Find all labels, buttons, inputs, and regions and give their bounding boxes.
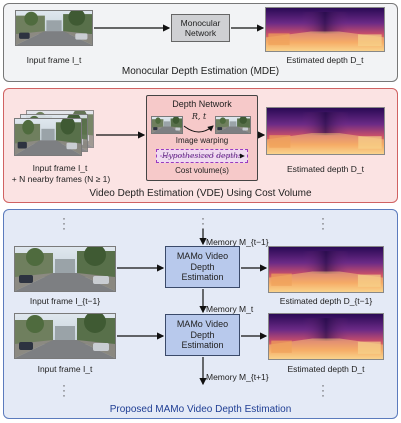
vde-input-label-1: Input frame I_t xyxy=(32,163,88,173)
mamo-dots-output-bottom: ··· xyxy=(321,378,325,402)
mamo-title: Proposed MAMo Video Depth Estimation xyxy=(109,404,292,415)
vde-warp-source xyxy=(151,116,183,134)
vde-input-label-2: + N nearby frames (N ≥ 1) xyxy=(11,174,111,184)
mamo-input-frame-cur xyxy=(14,313,116,359)
mamo-block-1: MAMo Video Depth Estimation xyxy=(165,246,240,288)
mamo-block-2: MAMo Video Depth Estimation xyxy=(165,314,240,356)
vde-output-depth xyxy=(266,107,385,155)
mamo-dots-input-bottom: ··· xyxy=(62,378,66,402)
vde-input-frame xyxy=(14,118,82,156)
vde-depth-network xyxy=(146,95,258,181)
mamo-dots-memory-top: ··· xyxy=(201,211,205,235)
mamo-output-label-cur: Estimated depth D_t xyxy=(287,364,365,374)
mamo-dots-output-top: ··· xyxy=(321,211,325,235)
mamo-memory-cur: Memory M_t xyxy=(206,304,254,314)
vde-rt-label: R, t xyxy=(191,112,207,121)
mde-output-depth xyxy=(265,7,385,52)
mamo-output-depth-cur xyxy=(268,313,384,360)
vde-warping-label: Image warping xyxy=(175,136,229,145)
vde-title: Video Depth Estimation (VDE) Using Cost … xyxy=(89,188,312,199)
mde-input-label: Input frame I_t xyxy=(26,55,82,65)
mamo-memory-next: Memory M_{t+1} xyxy=(206,372,269,382)
vde-warp-target xyxy=(215,116,251,134)
mamo-input-label-cur: Input frame I_t xyxy=(37,364,93,374)
arrow-vde-warp xyxy=(183,125,214,133)
mamo-memory-prev: Memory M_{t−1} xyxy=(206,237,269,247)
vde-depth-network-title: Depth Network xyxy=(172,99,232,109)
mde-title: Monocular Depth Estimation (MDE) xyxy=(121,66,280,77)
mamo-dots-input-top: ··· xyxy=(62,211,66,235)
vde-cost-volume-label: Cost volume(s) xyxy=(175,166,229,175)
mde-output-label: Estimated depth D_t xyxy=(286,55,364,65)
mde-monocular-network: Monocular Network xyxy=(171,14,230,42)
mamo-input-label-prev: Input frame I_{t−1} xyxy=(29,296,101,306)
mamo-output-label-prev: Estimated depth D_{t−1} xyxy=(279,296,373,306)
mamo-input-frame-prev xyxy=(14,246,116,292)
mde-input-frame xyxy=(15,10,93,46)
mamo-output-depth-prev xyxy=(268,246,384,293)
vde-output-label: Estimated depth D_t xyxy=(286,164,364,174)
